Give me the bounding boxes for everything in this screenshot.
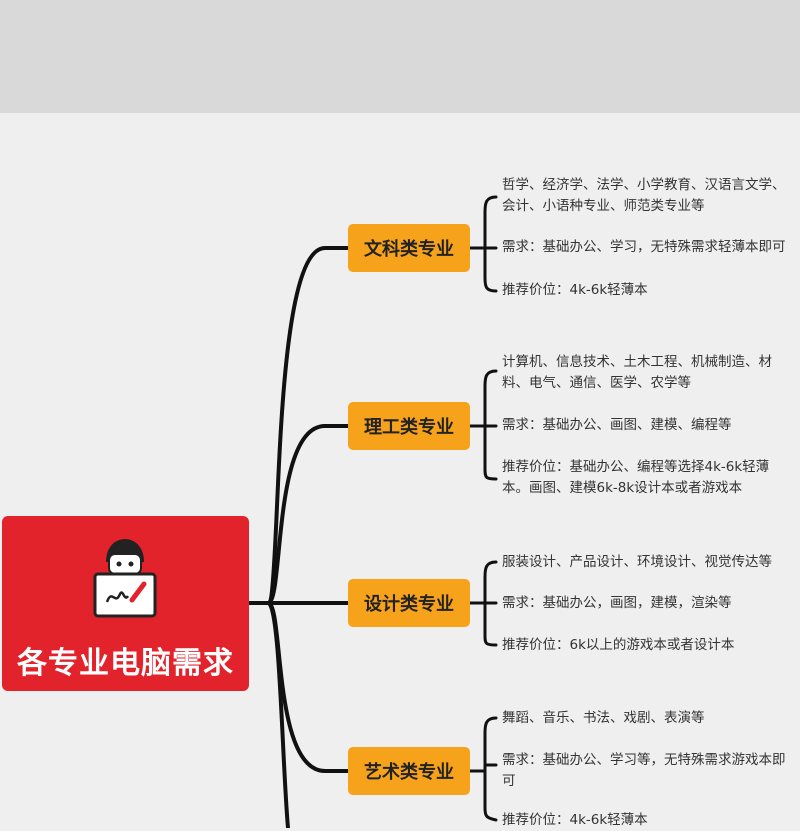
design-price: 推荐价位：6k以上的游戏本或者设计本 xyxy=(502,637,735,653)
art-price: 推荐价位：4k-6k轻薄本 xyxy=(502,812,648,828)
root-node: 各专业电脑需求 xyxy=(2,516,249,691)
branch-design[interactable]: 设计类专业 xyxy=(348,579,470,627)
science-engineering-majors: 计算机、信息技术、土木工程、机械制造、材料、电气、通信、医学、农学等 xyxy=(502,354,772,391)
science-engineering-price: 推荐价位：基础办公、编程等选择4k-6k轻薄本。画图、建模6k-8k设计本或者游… xyxy=(502,459,770,496)
art-majors: 舞蹈、音乐、书法、戏剧、表演等 xyxy=(502,710,705,726)
design-majors: 服装设计、产品设计、环境设计、视觉传达等 xyxy=(502,554,772,570)
root-title: 各专业电脑需求 xyxy=(17,646,234,681)
liberal-arts-needs: 需求：基础办公、学习，无特殊需求轻薄本即可 xyxy=(502,239,786,255)
science-engineering-needs: 需求：基础办公、画图、建模、编程等 xyxy=(502,417,732,433)
top-gray-bar xyxy=(0,0,800,113)
student-laptop-icon xyxy=(93,539,157,618)
branch-art[interactable]: 艺术类专业 xyxy=(348,747,470,795)
art-needs: 需求：基础办公、学习等，无特殊需求游戏本即可 xyxy=(502,752,786,789)
liberal-arts-price: 推荐价位：4k-6k轻薄本 xyxy=(502,282,648,298)
branch-science-engineering[interactable]: 理工类专业 xyxy=(348,402,470,450)
liberal-arts-majors: 哲学、经济学、法学、小学教育、汉语言文学、会计、小语种专业、师范类专业等 xyxy=(502,177,786,214)
branch-liberal-arts[interactable]: 文科类专业 xyxy=(348,224,470,272)
design-needs: 需求：基础办公，画图，建模，渲染等 xyxy=(502,595,732,611)
